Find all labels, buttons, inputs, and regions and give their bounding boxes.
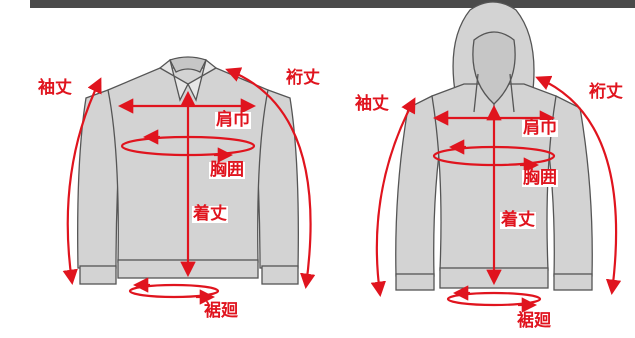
- hoodie-body-length-label: 着丈: [500, 210, 536, 230]
- hoodie-raglan-sleeve-label: 裄丈: [589, 82, 623, 102]
- jacket-chest-width-label: 胸囲: [209, 160, 245, 180]
- hoodie-shoulder-width-label: 肩巾: [522, 118, 558, 138]
- hoodie-chest-width-label: 胸囲: [522, 168, 558, 188]
- hoodie-measure-lines: [370, 75, 622, 313]
- hoodie-right-cuff: [553, 273, 593, 291]
- jacket-sleeve-length-arrow: [62, 77, 102, 286]
- header-bar: [30, 0, 635, 8]
- hoodie-sleeve-length-label: 袖丈: [355, 94, 389, 114]
- jacket-shoulder-width-label: 肩巾: [215, 110, 251, 130]
- hoodie-drawcord-l: [473, 73, 479, 113]
- hoodie-hem-loop: [446, 291, 542, 307]
- hoodie-drawcord-r: [509, 73, 515, 113]
- jacket-chest-loop: [120, 135, 256, 157]
- jacket-hem-loop: [128, 283, 220, 299]
- hoodie-chest-loop: [432, 145, 556, 167]
- jacket-left-cuff: [79, 265, 117, 285]
- jacket-measure-lines: [62, 67, 316, 305]
- jacket-right-cuff: [261, 265, 299, 285]
- jacket-body-length-label: 着丈: [192, 204, 228, 224]
- jacket-raglan-sleeve-label: 裄丈: [286, 68, 320, 88]
- jacket-sleeve-length-label: 袖丈: [38, 78, 72, 98]
- jacket-raglan-arrow: [225, 67, 316, 290]
- jacket-collar-back: [169, 56, 207, 73]
- hoodie-sleeve-length-arrow: [370, 97, 416, 298]
- hoodie-raglan-arrow: [535, 75, 622, 296]
- jacket-hem-width-label: 裾廻: [204, 301, 238, 321]
- hoodie-left-cuff: [395, 273, 435, 291]
- hoodie-hem-width-label: 裾廻: [517, 311, 551, 331]
